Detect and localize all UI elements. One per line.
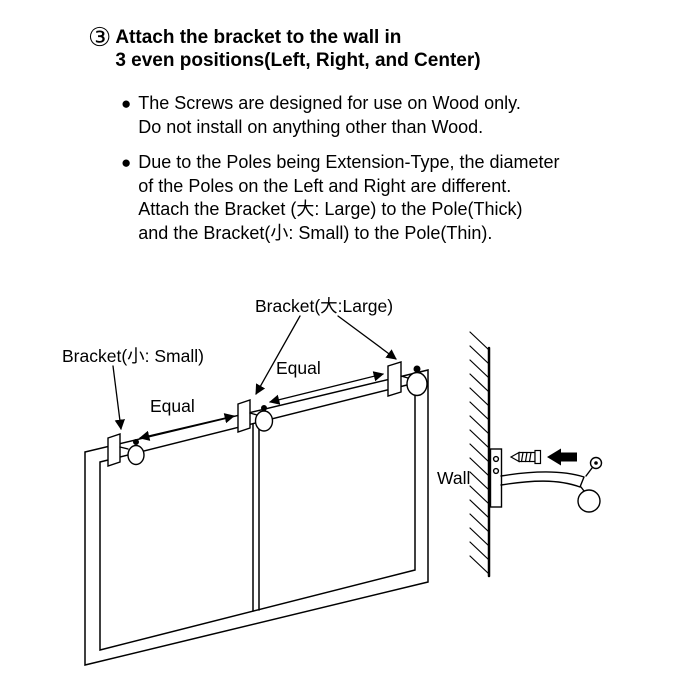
- bracket-knob: [413, 365, 421, 373]
- bracket-arm: [249, 412, 258, 416]
- leader-bracket-large-right-arrow: [337, 315, 397, 360]
- window-inner-frame: [99, 382, 416, 651]
- step-heading-line-1: Attach the bracket to the wall in: [115, 27, 402, 48]
- bracket-arm: [400, 375, 409, 379]
- step-heading: Attach the bracket to the wall in 3 even…: [115, 26, 480, 72]
- detail-adjuster-knob-center: [594, 461, 598, 465]
- note-pole-diameter-text: Due to the Poles being Extension-Type, t…: [138, 151, 559, 245]
- screw-tip: [509, 451, 520, 463]
- detail-screw-hole: [492, 455, 500, 463]
- label-bracket-large: Bracket(大:Large): [255, 296, 393, 316]
- bracket-pole-ring: [406, 371, 428, 397]
- bracket-pole-ring: [127, 444, 145, 466]
- bracket-large-right: [387, 361, 428, 397]
- installation-diagram: Bracket(大:Large) Bracket(小: Small) Equal…: [62, 296, 603, 666]
- note-pole-diameter: ● Due to the Poles being Extension-Type,…: [121, 151, 560, 245]
- annotation-arrows: [112, 315, 397, 441]
- bracket-plate: [107, 433, 121, 467]
- wall-mount-detail: [489, 448, 603, 513]
- note-wood-only-text: The Screws are designed for use on Wood …: [138, 92, 521, 139]
- step-3-instruction: ③ Attach the bracket to the wall in 3 ev…: [88, 22, 481, 72]
- label-bracket-small: Bracket(小: Small): [62, 346, 204, 366]
- bracket-large-center: [237, 399, 274, 433]
- bracket-small-left: [107, 433, 145, 467]
- label-equal-top: Equal: [276, 358, 321, 378]
- detail-screw-hole: [492, 467, 500, 475]
- note-wood-line-1: The Screws are designed for use on Wood …: [138, 93, 521, 113]
- equal-spacing-arrow-top: [268, 371, 385, 405]
- label-equal-bottom: Equal: [150, 396, 195, 416]
- bracket-plate: [387, 361, 402, 397]
- detail-pole-ring: [577, 489, 601, 513]
- screw-icon: [509, 449, 542, 465]
- insert-direction-arrow-icon: [547, 448, 577, 466]
- step-heading-line-2: 3 even positions(Left, Right, and Center…: [115, 50, 481, 71]
- bracket-pole-ring: [254, 410, 274, 432]
- detail-bracket-plate: [489, 448, 503, 508]
- bracket-plate: [237, 399, 251, 433]
- screw-head: [534, 449, 542, 465]
- note-wood-line-2: Do not install on anything other than Wo…: [138, 116, 484, 137]
- bracket-knob: [261, 405, 267, 411]
- wall-section: [469, 331, 491, 578]
- note-pole-line-2: of the Poles on the Left and Right are d…: [138, 175, 512, 196]
- detail-knob-stem: [585, 467, 593, 477]
- note-pole-line-1: Due to the Poles being Extension-Type, t…: [138, 152, 560, 172]
- bullet-icon: ●: [121, 94, 132, 113]
- note-wood-only: ● The Screws are designed for use on Woo…: [121, 92, 521, 139]
- bracket-arm: [119, 446, 129, 450]
- leader-bracket-small-arrow: [112, 365, 125, 431]
- diagram-labels: Bracket(大:Large) Bracket(小: Small) Equal…: [62, 296, 470, 488]
- bullet-icon: ●: [121, 153, 132, 172]
- detail-bracket-arm: [500, 471, 585, 492]
- equal-spacing-arrow-bottom: [138, 413, 236, 441]
- step-number: ③: [88, 22, 112, 52]
- leader-bracket-large-center-arrow: [255, 315, 301, 395]
- note-pole-line-3: Attach the Bracket (大: Large) to the Pol…: [138, 199, 523, 219]
- label-wall: Wall: [437, 468, 470, 488]
- bracket-knob: [133, 439, 139, 445]
- note-pole-line-4: and the Bracket(小: Small) to the Pole(Th…: [138, 222, 493, 243]
- wall-hatch: [469, 331, 490, 575]
